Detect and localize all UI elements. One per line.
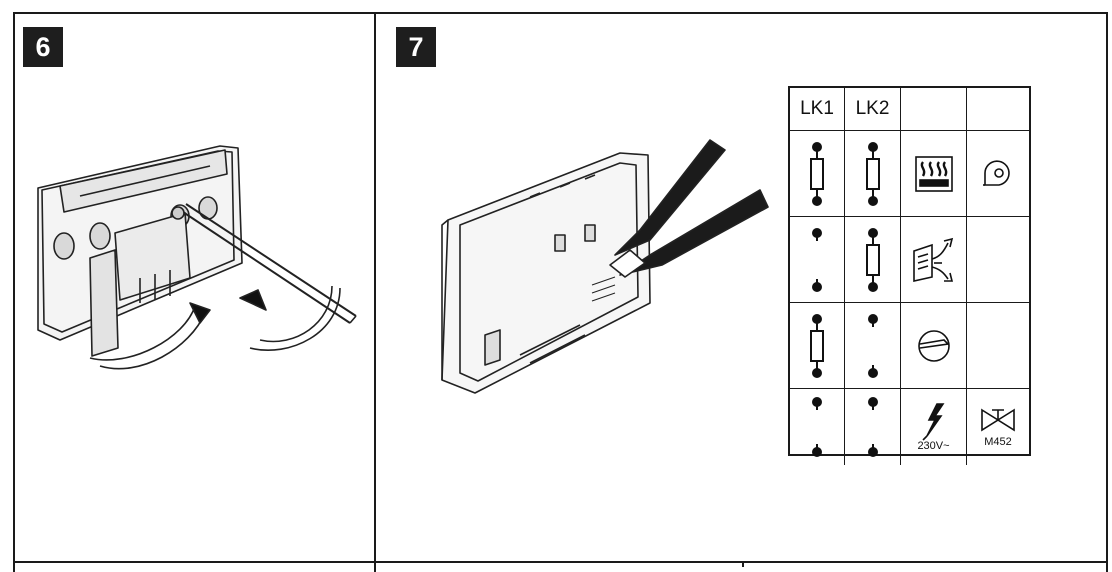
table-row — [790, 217, 1029, 303]
header-blank-1 — [901, 88, 967, 130]
valve-label: M452 — [984, 436, 1012, 448]
valve-icon: M452 — [967, 389, 1029, 465]
lk1-link-fitted-icon — [790, 131, 845, 216]
step-7-badge: 7 — [396, 27, 436, 67]
table-row — [790, 303, 1029, 389]
screwdriver-removal-illustration — [37, 145, 357, 370]
link-cutting-illustration — [441, 139, 769, 394]
panel-divider — [374, 12, 376, 572]
lk1-link-cut-icon — [790, 217, 845, 302]
header-lk1: LK1 — [790, 88, 845, 130]
table-row — [790, 131, 1029, 217]
voltage-label: 230V~ — [917, 440, 950, 452]
link-configuration-table: LK1 LK2 — [788, 86, 1031, 465]
motor-icon — [901, 303, 967, 388]
bottom-panel-divider — [742, 561, 744, 567]
empty-cell — [967, 217, 1029, 302]
lk2-link-cut-icon — [845, 303, 901, 388]
lk2-link-fitted-icon — [845, 217, 901, 302]
lk1-link-fitted-icon — [790, 303, 845, 388]
table-header-row: LK1 LK2 — [790, 88, 1029, 131]
hot-water-icon — [901, 217, 967, 302]
heating-radiator-icon — [901, 131, 967, 216]
lk1-link-cut-icon — [790, 389, 845, 465]
bottom-divider — [13, 561, 1108, 563]
empty-cell — [967, 303, 1029, 388]
header-lk2: LK2 — [845, 88, 901, 130]
pump-icon — [967, 131, 1029, 216]
header-blank-2 — [967, 88, 1029, 130]
table-row: 230V~ M452 — [790, 389, 1029, 465]
step-6-badge: 6 — [23, 27, 63, 67]
voltage-icon: 230V~ — [901, 389, 967, 465]
instruction-frame — [13, 12, 1108, 572]
lk2-link-fitted-icon — [845, 131, 901, 216]
lk2-link-cut-icon — [845, 389, 901, 465]
